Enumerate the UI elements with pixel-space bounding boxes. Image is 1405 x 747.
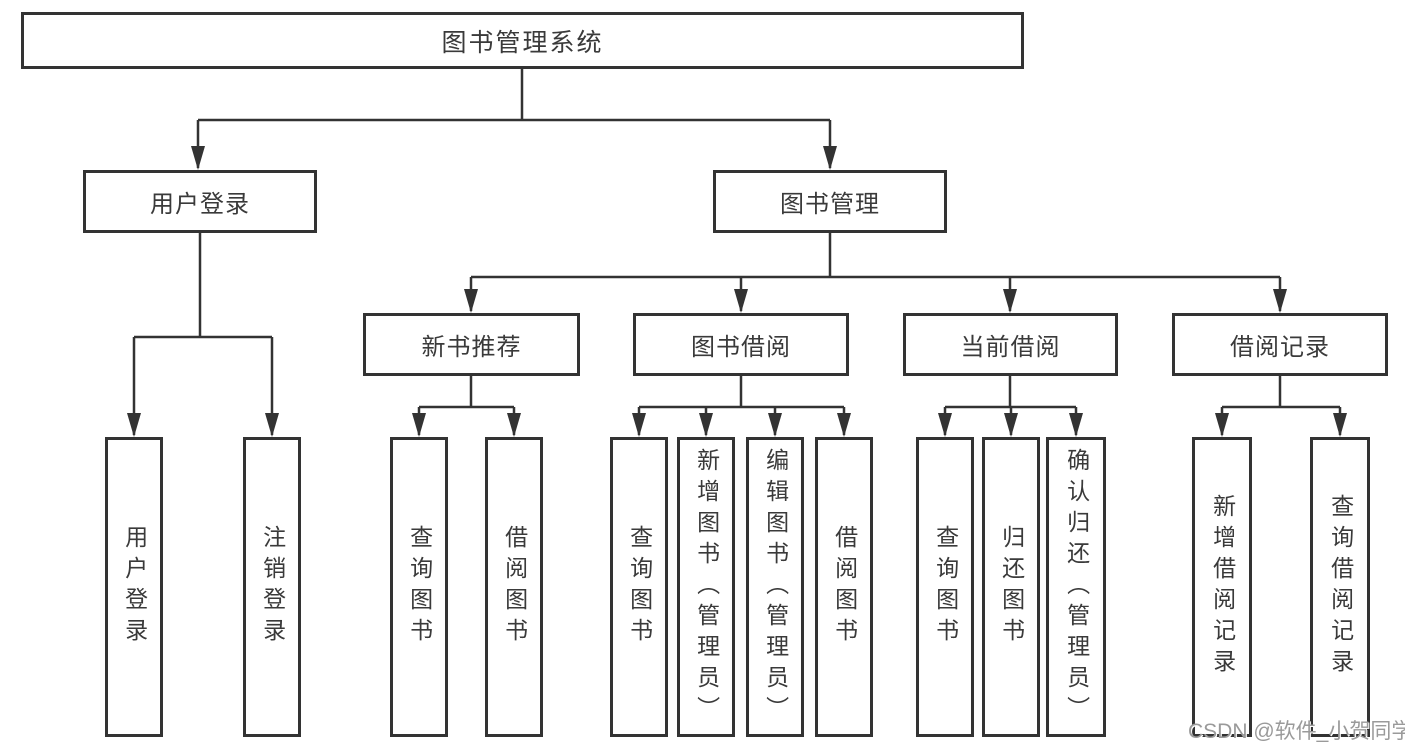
- leaf-query-books-borrow: 查询图书: [610, 437, 668, 737]
- leaf-query-books-borrow-label: 查询图书: [626, 525, 653, 649]
- leaf-confirm-return-admin: 确认归还（管理员）: [1046, 437, 1106, 737]
- node-current-borrow: 当前借阅: [903, 313, 1118, 376]
- leaf-edit-book-admin-label: 编辑图书（管理员）: [762, 447, 789, 727]
- node-book-management-label: 图书管理: [780, 191, 880, 218]
- node-book-borrow: 图书借阅: [633, 313, 849, 376]
- leaf-add-borrow-record-label: 新增借阅记录: [1209, 494, 1236, 680]
- leaf-user-login: 用户登录: [105, 437, 163, 737]
- node-user-login: 用户登录: [83, 170, 317, 233]
- leaf-return-book-label: 归还图书: [998, 525, 1025, 649]
- leaf-borrow-books-label: 借阅图书: [831, 525, 858, 649]
- leaf-user-login-label: 用户登录: [121, 525, 148, 649]
- node-user-login-label: 用户登录: [150, 191, 250, 218]
- leaf-query-books-current: 查询图书: [916, 437, 974, 737]
- leaf-return-book: 归还图书: [982, 437, 1040, 737]
- node-root-label: 图书管理系统: [441, 28, 604, 57]
- leaf-query-books-recommend: 查询图书: [390, 437, 448, 737]
- leaf-borrow-books-recommend-label: 借阅图书: [501, 525, 528, 649]
- node-book-management: 图书管理: [713, 170, 947, 233]
- leaf-borrow-books-recommend: 借阅图书: [485, 437, 543, 737]
- leaf-add-borrow-record: 新增借阅记录: [1192, 437, 1252, 737]
- leaf-query-books-current-label: 查询图书: [932, 525, 959, 649]
- leaf-logout-label: 注销登录: [259, 525, 286, 649]
- leaf-edit-book-admin: 编辑图书（管理员）: [746, 437, 804, 737]
- leaf-query-borrow-record: 查询借阅记录: [1310, 437, 1370, 737]
- node-new-book-recommend: 新书推荐: [363, 313, 580, 376]
- leaf-logout: 注销登录: [243, 437, 301, 737]
- leaf-query-borrow-record-label: 查询借阅记录: [1327, 494, 1354, 680]
- node-current-borrow-label: 当前借阅: [960, 334, 1061, 361]
- leaf-borrow-books: 借阅图书: [815, 437, 873, 737]
- node-root: 图书管理系统: [21, 12, 1024, 69]
- node-borrow-records: 借阅记录: [1172, 313, 1388, 376]
- node-borrow-records-label: 借阅记录: [1230, 334, 1330, 361]
- leaf-confirm-return-admin-label: 确认归还（管理员）: [1063, 447, 1090, 727]
- node-new-book-recommend-label: 新书推荐: [421, 334, 522, 361]
- leaf-add-book-admin-label: 新增图书（管理员）: [693, 447, 720, 727]
- leaf-add-book-admin: 新增图书（管理员）: [677, 437, 735, 737]
- node-book-borrow-label: 图书借阅: [691, 334, 791, 361]
- csdn-watermark: CSDN @软件_小贺同学: [1188, 720, 1405, 743]
- leaf-query-books-recommend-label: 查询图书: [406, 525, 433, 649]
